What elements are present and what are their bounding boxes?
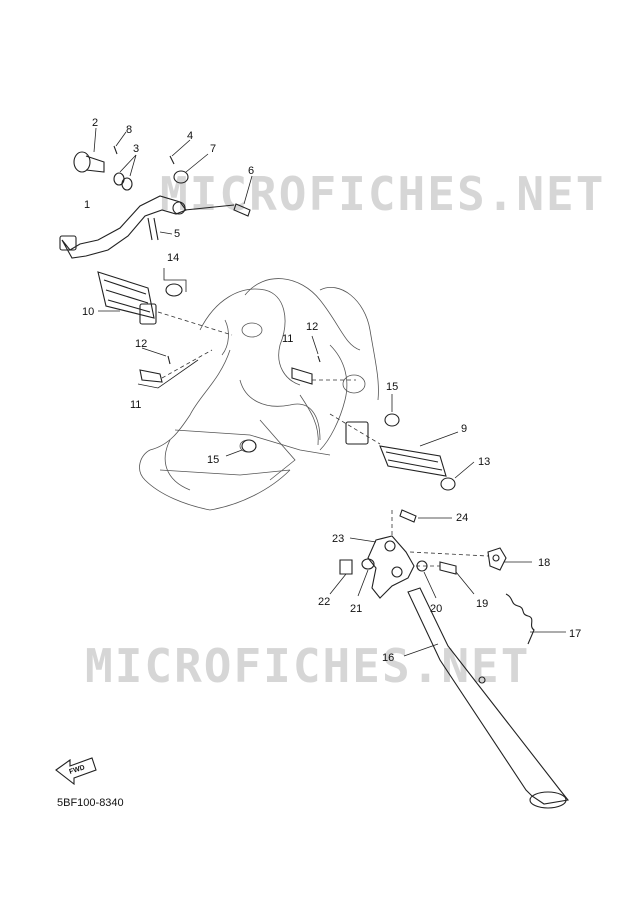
callout-9: 9 [461, 423, 467, 435]
callout-17: 17 [569, 628, 581, 640]
bolt-22 [329, 559, 353, 595]
callout-2: 2 [92, 117, 98, 129]
callout-5: 5 [174, 228, 180, 240]
callout-4: 4 [187, 130, 193, 142]
bolt-24 [391, 509, 452, 536]
return-spring [147, 217, 173, 241]
callout-3: 3 [133, 143, 139, 155]
footrest-right [329, 413, 459, 477]
sidestand-bracket [349, 535, 415, 599]
callout-6: 6 [248, 165, 254, 177]
small-pin [113, 131, 127, 155]
callout-15-upper: 15 [386, 381, 398, 393]
callout-13: 13 [478, 456, 490, 468]
sidestand [403, 587, 570, 809]
frame-outline [139, 278, 379, 511]
collar-upper [384, 394, 400, 427]
footrest-left [97, 271, 157, 325]
cotter-pin-and-washer [169, 139, 209, 184]
plate-18 [409, 547, 532, 571]
bolt-19 [416, 561, 475, 595]
callout-14: 14 [167, 252, 179, 264]
callout-23: 23 [332, 533, 344, 545]
nut-20 [416, 560, 437, 599]
callout-8: 8 [126, 124, 132, 136]
callout-10: 10 [82, 306, 94, 318]
callout-labels: 2 8 3 4 7 6 1 5 14 10 12 11 12 11 15 9 1… [82, 117, 581, 664]
callout-20: 20 [430, 603, 442, 615]
footrest-spring [163, 268, 187, 297]
callout-19: 19 [476, 598, 488, 610]
o-rings [113, 154, 137, 191]
callout-18: 18 [538, 557, 550, 569]
pivot-bolt [73, 127, 105, 173]
callout-12-right: 12 [306, 321, 318, 333]
washer-21 [357, 558, 375, 597]
spring-17 [505, 593, 566, 645]
watermark-bottom: MICROFICHES.NET [85, 639, 530, 693]
callout-1: 1 [84, 199, 90, 211]
diagram-code: 5BF100-8340 [57, 797, 124, 809]
callout-15-lower: 15 [207, 454, 219, 466]
callout-11-left: 11 [130, 399, 141, 411]
callout-12-left: 12 [135, 338, 147, 350]
footrest-pin-left [137, 311, 233, 389]
callout-7: 7 [210, 143, 216, 155]
callout-24: 24 [456, 512, 468, 524]
callout-22: 22 [318, 596, 330, 608]
clevis-pin [184, 175, 253, 217]
callout-11-right: 11 [282, 333, 293, 345]
footrest-spring-right [440, 461, 475, 491]
callout-16: 16 [382, 652, 394, 664]
watermark-top: MICROFICHES.NET [160, 167, 605, 221]
fwd-label: FWD [68, 764, 85, 776]
callout-21: 21 [350, 603, 362, 615]
forward-arrow-icon: FWD [55, 757, 97, 786]
collar-lower [225, 439, 257, 457]
footrest-pin-right [291, 335, 356, 385]
